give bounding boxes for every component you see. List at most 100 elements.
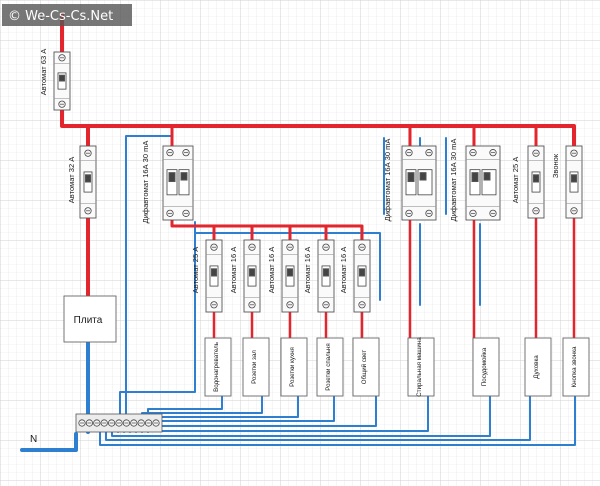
label-load-washer: Стиральная машина xyxy=(416,337,423,397)
oven-neutral-wire xyxy=(105,395,531,441)
neutral-main-wire xyxy=(20,432,78,452)
label-load-oven: Духовка xyxy=(533,355,540,379)
label-load-bell: Кнопка звонка xyxy=(571,346,578,388)
rcbo1-neutral-out-wire xyxy=(119,221,196,416)
load-washer xyxy=(407,337,435,397)
bus-screw-10 xyxy=(145,419,153,427)
label-rcbo-1: Дифавтомат 16А 30 mA xyxy=(141,141,150,224)
rcbo-dishwasher-toggle xyxy=(469,169,481,196)
bedroom-breaker-toggle-lever xyxy=(323,268,329,277)
light-breaker-toggle-lever xyxy=(359,268,365,277)
rcbo-washer-top-screw-2 xyxy=(425,149,433,157)
rcbo-1-bottom-screw-2 xyxy=(182,209,190,217)
stove-breaker xyxy=(79,145,97,219)
kitchen-breaker-top-screw xyxy=(286,243,294,251)
devices xyxy=(53,51,590,397)
main-breaker-top-screw xyxy=(58,54,66,62)
neutral-bus-bar xyxy=(75,413,163,433)
hall-breaker-bottom-screw xyxy=(248,301,256,309)
oven-breaker-bottom-screw xyxy=(532,207,540,215)
rcbo-washer-top-screw-1 xyxy=(405,149,413,157)
label-light-breaker: Автомат 16 А xyxy=(339,247,348,293)
bus-screw-6 xyxy=(115,419,123,427)
rcbo-dishwasher-top-screw-2 xyxy=(489,149,497,157)
load-heater xyxy=(204,337,232,397)
stove-breaker-toggle-lever xyxy=(85,174,91,183)
hall-breaker-top-screw xyxy=(248,243,256,251)
rcbo-washer-bottom-screw-2 xyxy=(425,209,433,217)
label-main-breaker: Автомат 63 А xyxy=(39,49,48,95)
label-load-light: Общий свет xyxy=(361,350,368,385)
main-breaker xyxy=(53,51,71,111)
hall-breaker-toggle-lever xyxy=(249,268,255,277)
label-doorbell-breaker: Звонок xyxy=(551,153,560,178)
phase-bus-wire xyxy=(60,108,576,148)
heater-breaker-toggle-lever xyxy=(211,268,217,277)
label-rcbo-washer: Дифавтомат 16А 30 mA xyxy=(383,139,392,222)
bus-screw-5 xyxy=(108,419,116,427)
rcbo-1-toggle-lever xyxy=(168,172,176,183)
label-heater-breaker: Автомат 25 А xyxy=(191,247,200,293)
bus-screw-11 xyxy=(152,419,160,427)
rcbo-dishwasher-test-button xyxy=(483,172,491,181)
rcbo-washer-toggle xyxy=(405,169,417,196)
doorbell-breaker-top-screw xyxy=(570,149,578,157)
stove-breaker-bottom-screw xyxy=(84,207,92,215)
label-load-hall: Розетки зал xyxy=(251,350,258,384)
label-kitchen-breaker: Автомат 16 А xyxy=(267,247,276,293)
hall-breaker xyxy=(243,239,261,313)
bus-screw-8 xyxy=(130,419,138,427)
oven-breaker-toggle-lever xyxy=(533,174,539,183)
doorbell-breaker-toggle-lever xyxy=(571,174,577,183)
stove-label: Плита xyxy=(74,315,103,326)
kitchen-breaker-toggle-lever xyxy=(287,268,293,277)
rcbo1-group-phase-wire xyxy=(170,218,364,242)
oven-breaker-top-screw xyxy=(532,149,540,157)
load-hall xyxy=(242,337,270,397)
load-kitchen xyxy=(280,337,308,397)
load-bedroom xyxy=(316,337,344,397)
bedroom-breaker-bottom-screw xyxy=(322,301,330,309)
rcbo-1-top-screw-2 xyxy=(182,149,190,157)
bedroom-breaker-top-screw xyxy=(322,243,330,251)
kitchen-breaker xyxy=(281,239,299,313)
bus-screw-9 xyxy=(137,419,145,427)
bus-screw-4 xyxy=(100,419,108,427)
rcbo-1-test-block xyxy=(178,169,190,196)
phase-wires xyxy=(60,12,576,340)
stove-box xyxy=(63,295,117,343)
load-dishwasher xyxy=(472,337,500,397)
load-oven xyxy=(524,337,552,397)
rcbo-dishwasher-toggle-lever xyxy=(471,172,479,183)
rcbo1-group-neutral-wire xyxy=(194,232,381,301)
stove-breaker-top-screw xyxy=(84,149,92,157)
labels: Автомат 63 А Автомат 32 А Дифавтомат 16А… xyxy=(30,12,578,445)
rcbo-1-bottom-screw-1 xyxy=(166,209,174,217)
heater-breaker-bottom-screw xyxy=(210,301,218,309)
watermark-text: © We-Cs-Cs.Net xyxy=(8,9,113,24)
label-hall-breaker: Автомат 16 А xyxy=(229,247,238,293)
rcbo-washer-toggle-lever xyxy=(407,172,415,183)
kitchen-breaker-bottom-screw xyxy=(286,301,294,309)
load-light xyxy=(352,337,380,397)
rcbo-dishwasher-bottom-screw-2 xyxy=(489,209,497,217)
neutral-label: N xyxy=(30,434,37,445)
rcbo-washer xyxy=(401,145,437,221)
rcbo-washer-bottom-screw-1 xyxy=(405,209,413,217)
bedroom-breaker xyxy=(317,239,335,313)
label-load-dishwasher: Посудомойка xyxy=(481,347,488,386)
heater-breaker xyxy=(205,239,223,313)
oven-breaker xyxy=(527,145,545,219)
label-bedroom-breaker: Автомат 16 А xyxy=(303,247,312,293)
rcbo-1-toggle xyxy=(166,169,178,196)
bus-screw-2 xyxy=(85,419,94,427)
doorbell-breaker-bottom-screw xyxy=(570,207,578,215)
label-load-bedroom: Розетки спальня xyxy=(325,343,332,390)
doorbell-breaker xyxy=(565,145,583,219)
rcbo-dishwasher xyxy=(465,145,501,221)
label-oven-breaker: Автомат 25 А xyxy=(511,157,520,203)
bus-screw-3 xyxy=(93,419,101,427)
main-breaker-toggle-lever xyxy=(59,74,65,82)
